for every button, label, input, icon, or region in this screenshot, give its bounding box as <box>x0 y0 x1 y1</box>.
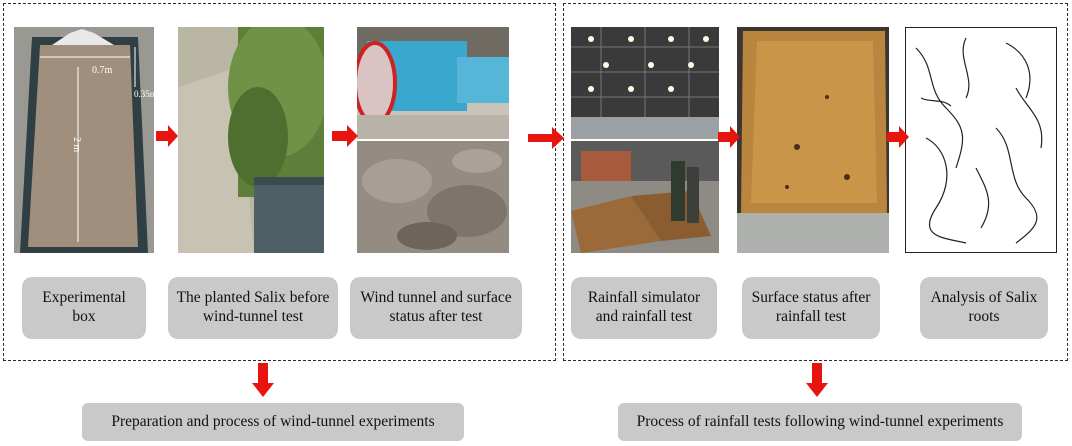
arrow-right-3 <box>528 127 564 149</box>
step-label-rainfall-simulator: Rainfall simulator and rainfall test <box>571 277 717 339</box>
step-label-salix-roots: Analysis of Salix roots <box>920 277 1048 339</box>
wind-surface-photo <box>357 141 509 253</box>
arrow-down-left <box>252 363 274 397</box>
step-label-wind-tunnel: Wind tunnel and surface status after tes… <box>350 277 522 339</box>
box-length-label: 2 m <box>71 137 82 153</box>
wind-tunnel-group-panel <box>3 3 556 361</box>
arrow-right-1 <box>156 125 178 147</box>
planted-salix-photo <box>178 27 324 253</box>
box-width-label: 0.7m <box>92 65 113 76</box>
arrow-right-4 <box>718 126 740 148</box>
salix-roots-photo <box>905 27 1057 253</box>
experimental-box-photo: 0.7m 0.35m 2 m <box>14 27 154 253</box>
outcome-wind-tunnel: Preparation and process of wind-tunnel e… <box>82 403 464 441</box>
arrow-right-2 <box>332 125 358 147</box>
rainfall-group-panel <box>563 3 1068 361</box>
wind-tunnel-photo <box>357 27 509 139</box>
step-label-experimental-box: Experimental box <box>22 277 146 339</box>
rainfall-test-photo <box>571 141 719 253</box>
rainfall-simulator-photo <box>571 27 719 139</box>
rainfall-surface-photo <box>737 27 889 253</box>
arrow-down-right <box>806 363 828 397</box>
box-height-label: 0.35m <box>134 89 154 99</box>
arrow-right-5 <box>887 126 909 148</box>
step-label-surface-after-rainfall: Surface status after rainfall test <box>742 277 880 339</box>
step-label-planted-salix: The planted Salix before wind-tunnel tes… <box>168 277 338 339</box>
outcome-rainfall: Process of rainfall tests following wind… <box>618 403 1022 441</box>
